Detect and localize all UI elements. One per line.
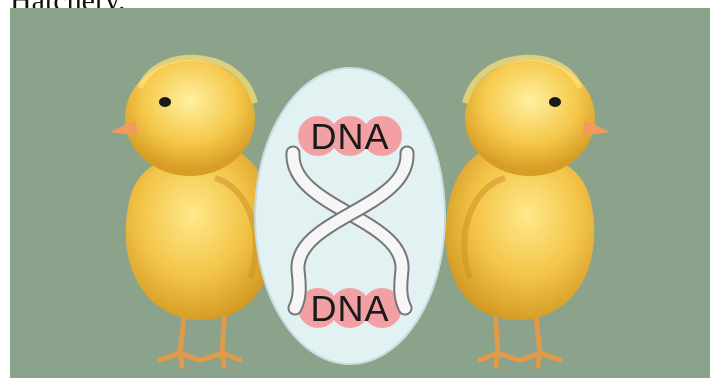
hatchery-illustration: DNA DNA xyxy=(10,8,710,378)
dna-top-label: DNA xyxy=(310,116,389,157)
dna-double-helix-icon: DNA DNA xyxy=(255,68,445,364)
dna-bottom-label: DNA xyxy=(310,288,389,329)
